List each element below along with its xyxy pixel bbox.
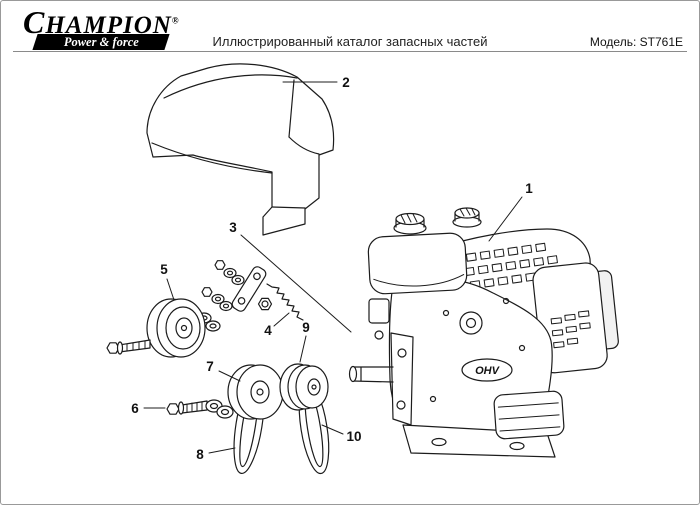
champion-logo: CHAMPION® Power & force (23, 6, 180, 50)
spring-part (266, 283, 304, 321)
bolt-5 (106, 339, 151, 355)
callout-lines (143, 81, 523, 454)
fuel-cap (393, 212, 427, 235)
callout-4: 4 (264, 323, 272, 338)
callout-3: 3 (229, 220, 237, 235)
callout-9: 9 (302, 320, 310, 335)
oil-cap (452, 207, 482, 228)
callout-1: 1 (525, 181, 533, 196)
pulley-9-part (279, 363, 329, 411)
callout-8: 8 (196, 447, 204, 462)
callout-line-9 (299, 335, 307, 363)
engine-badge-ohv: OHV (475, 365, 501, 377)
model-label: Модель: ST761E (589, 35, 683, 49)
callout-line-10 (321, 424, 344, 435)
callout-line-5 (166, 278, 175, 301)
logo-rest: HAMPION (45, 12, 172, 39)
callout-line-4 (273, 312, 290, 327)
logo-initial: C (23, 4, 46, 40)
callout-2: 2 (342, 75, 350, 90)
pulley-7-part (227, 364, 284, 420)
callout-5: 5 (160, 262, 168, 277)
registered-mark: ® (171, 15, 180, 26)
callout-line-7 (218, 370, 241, 382)
callout-line-3 (240, 234, 352, 333)
callout-line-8 (208, 447, 236, 454)
bracket-hardware-part (196, 260, 273, 332)
logo-banner: Power & force (32, 34, 170, 50)
logo-tagline: Power & force (63, 34, 139, 49)
page-title: Иллюстрированный каталог запасных частей (212, 34, 488, 49)
belt-cover-part (146, 63, 335, 236)
callout-line-1 (488, 196, 523, 242)
callout-numbers: 1 2 3 4 5 6 7 8 9 10 (131, 75, 533, 462)
callout-7: 7 (206, 359, 214, 374)
header-divider (13, 51, 687, 52)
callout-6: 6 (131, 401, 139, 416)
logo-wordmark: CHAMPION® (23, 6, 180, 38)
callout-10: 10 (346, 429, 361, 444)
pulley-5-part (146, 298, 206, 358)
bolt-6-part (166, 399, 234, 419)
engine-part: OHV (348, 207, 619, 458)
